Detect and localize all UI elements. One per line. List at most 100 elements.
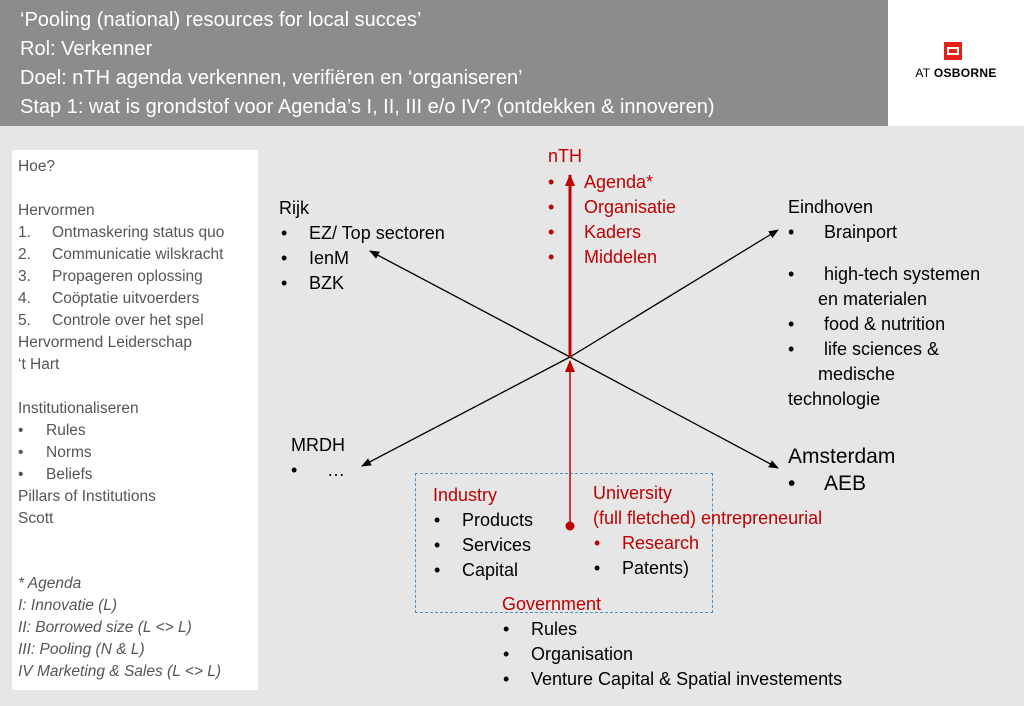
list-text: EZ/ Top sectoren bbox=[309, 223, 445, 243]
list-item: • IenM bbox=[281, 247, 349, 269]
list-text: food & nutrition bbox=[824, 314, 946, 334]
institutionaliseren-heading: Institutionaliseren bbox=[18, 400, 139, 417]
arrow-to-eindhoven bbox=[569, 229, 779, 358]
bullet: • bbox=[503, 669, 510, 689]
mrdh-title: MRDH bbox=[291, 435, 345, 455]
bullet: • bbox=[548, 222, 555, 242]
agenda-item: II: Borrowed size (L <> L) bbox=[18, 619, 192, 636]
list-text: Patents) bbox=[622, 558, 690, 578]
arrow-to-rijk bbox=[369, 250, 571, 358]
bullet: • bbox=[434, 560, 441, 580]
list-item: •high-tech systemen bbox=[788, 263, 980, 285]
bullet: • bbox=[18, 444, 24, 461]
list-item: • Kaders bbox=[548, 221, 641, 243]
list-text: IenM bbox=[309, 248, 350, 268]
list-text: Organisatie bbox=[584, 197, 677, 217]
list-text: AEB bbox=[824, 472, 867, 495]
eindhoven-title: Eindhoven bbox=[788, 197, 874, 217]
list-text: BZK bbox=[309, 273, 345, 293]
list-text: Middelen bbox=[584, 247, 658, 267]
list-item: • EZ/ Top sectoren bbox=[281, 222, 445, 244]
list-text: Ontmaskering status quo bbox=[52, 224, 225, 241]
list-item: • food & nutrition bbox=[788, 313, 945, 335]
list-text-continued: technologie bbox=[788, 389, 881, 409]
list-item: 4. Coöptatie uitvoerders bbox=[18, 290, 199, 308]
bullet: • bbox=[281, 223, 288, 243]
list-item: 1. Ontmaskering status quo bbox=[18, 224, 224, 242]
bullet: • bbox=[434, 510, 441, 530]
list-text: Norms bbox=[46, 444, 92, 461]
hoe-label: Hoe? bbox=[18, 158, 56, 175]
list-item: •Research bbox=[594, 532, 699, 554]
list-item: •Middelen bbox=[548, 246, 657, 268]
list-text-continued: en materialen bbox=[818, 289, 928, 309]
list-text: Kaders bbox=[584, 222, 642, 242]
arrow-to-amsterdam bbox=[569, 356, 779, 469]
list-item: • AEB bbox=[788, 471, 866, 497]
agenda-item: IV Marketing & Sales (L <> L) bbox=[18, 663, 222, 680]
list-item: • BZK bbox=[281, 272, 344, 294]
list-item: 3. Propageren oplossing bbox=[18, 268, 203, 286]
list-text: life sciences & bbox=[824, 339, 940, 359]
list-text: Coöptatie uitvoerders bbox=[52, 290, 200, 307]
hart-label: ‘t Hart bbox=[18, 356, 60, 373]
triple-helix-box bbox=[415, 473, 713, 613]
list-text: Beliefs bbox=[46, 466, 93, 483]
bullet: • bbox=[788, 222, 795, 242]
bullet: • bbox=[788, 339, 795, 359]
hervormen-heading: Hervormen bbox=[18, 202, 95, 219]
list-text: Controle over het spel bbox=[52, 312, 204, 329]
list-text: Brainport bbox=[824, 222, 898, 242]
helix-origin-dot bbox=[565, 521, 575, 531]
left-panel: Hoe? Hervormen 1. Ontmaskering status quo… bbox=[12, 150, 258, 690]
list-text: Research bbox=[622, 533, 700, 553]
bullet: • bbox=[548, 197, 555, 217]
bullet: • bbox=[788, 264, 795, 284]
bullet: • bbox=[281, 248, 288, 268]
list-item: •Beliefs bbox=[18, 466, 93, 484]
bullet: • bbox=[594, 558, 601, 578]
rijk-title: Rijk bbox=[279, 198, 309, 218]
bullet: • bbox=[788, 314, 795, 334]
pillars-label: Pillars of Institutions bbox=[18, 488, 156, 505]
list-text: Communicatie wilskracht bbox=[52, 246, 224, 263]
agenda-item: I: Innovatie (L) bbox=[18, 597, 118, 614]
list-item: •Organisation bbox=[503, 643, 633, 665]
bullet: • bbox=[548, 172, 555, 192]
osborne-logo-icon bbox=[944, 42, 962, 60]
agenda-item: III: Pooling (N & L) bbox=[18, 641, 145, 658]
list-number: 2. bbox=[18, 246, 31, 263]
list-item: • Patents) bbox=[594, 557, 689, 579]
bullet: • bbox=[503, 644, 510, 664]
leiderschap-label: Hervormend Leiderschap bbox=[18, 334, 193, 351]
bullet: • bbox=[434, 535, 441, 555]
title-line-4: Stap 1: wat is grondstof voor Agenda’s I… bbox=[20, 96, 715, 118]
list-text: Propageren oplossing bbox=[52, 268, 203, 285]
list-item: • Brainport bbox=[788, 221, 897, 243]
header-banner: ‘Pooling (national) resources for local … bbox=[0, 0, 888, 126]
list-number: 3. bbox=[18, 268, 31, 285]
industry-title: Industry bbox=[433, 485, 498, 505]
list-text: … bbox=[327, 460, 345, 480]
list-item: •Rules bbox=[503, 618, 577, 640]
list-text: Agenda* bbox=[584, 172, 654, 192]
list-number: 4. bbox=[18, 290, 31, 307]
list-item: 5.Controle over het spel bbox=[18, 312, 204, 330]
list-text: Rules bbox=[46, 422, 86, 439]
scott-label: Scott bbox=[18, 510, 54, 527]
university-title: University bbox=[593, 483, 673, 503]
title-line-2: Rol: Verkenner bbox=[20, 38, 153, 60]
logo-prefix: AT bbox=[915, 66, 931, 80]
government-title: Government bbox=[502, 594, 602, 614]
bullet: • bbox=[788, 472, 796, 495]
bullet: • bbox=[18, 422, 24, 439]
list-text: Rules bbox=[531, 619, 578, 639]
list-item: •Services bbox=[434, 534, 531, 556]
arrow-to-mrdh bbox=[361, 356, 571, 467]
list-number: 1. bbox=[18, 224, 31, 241]
list-item: •Products bbox=[434, 509, 533, 531]
agenda-heading: * Agenda bbox=[18, 575, 82, 592]
bullet: • bbox=[281, 273, 288, 293]
list-text-continued: medische bbox=[818, 364, 896, 384]
